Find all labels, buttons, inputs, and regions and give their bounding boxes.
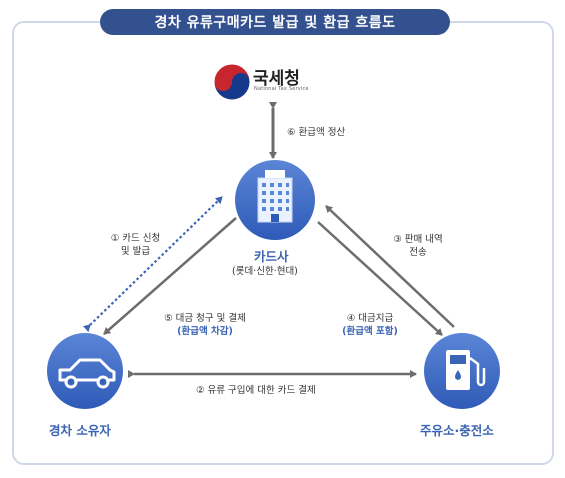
arrow-payment: [317, 221, 443, 336]
step-3-line1: ③ 판매 내역: [393, 234, 443, 245]
step-5-line1: ⑤ 대금 청구 및 결제: [164, 313, 246, 324]
car-icon: [58, 358, 116, 389]
step-1-label: ① 카드 신청 및 발급: [98, 232, 173, 258]
building-icon: [257, 170, 293, 223]
owner-circle: [47, 333, 123, 409]
step-6-label: ⑥ 환급액 정산: [287, 127, 346, 138]
fuel-pump-icon: [446, 350, 486, 390]
nts-sub: National Tax Service: [254, 86, 309, 92]
diagram-title: 경차 유류구매카드 발급 및 환급 흐름도: [100, 9, 450, 35]
step-4-line1: ④ 대금지급: [346, 313, 394, 324]
step-3-label: ③ 판매 내역 전송: [387, 233, 449, 259]
arrow-sales-data: [325, 205, 455, 328]
step-5-line2: (환급액 차감): [177, 326, 233, 337]
step-4-label: ④ 대금지급 (환급액 포함): [322, 312, 418, 338]
nts-name: 국세청: [253, 69, 300, 89]
arrow-billing: [103, 217, 237, 335]
card-company-name: 카드사: [254, 249, 289, 264]
card-company-sub: (롯데·신한·현대): [232, 266, 298, 277]
step-1-line1: ① 카드 신청: [110, 233, 161, 244]
nts-logo-icon: [213, 63, 251, 101]
step-3-line2: 전송: [409, 247, 427, 258]
step-4-line2: (환급액 포함): [342, 326, 398, 337]
arrow-card-issue: [82, 196, 223, 333]
step-2-label: ② 유류 구입에 대한 카드 결제: [196, 385, 316, 396]
step-1-line2: 및 발급: [120, 246, 151, 257]
step-5-label: ⑤ 대금 청구 및 결제 (환급액 차감): [150, 312, 260, 338]
owner-name: 경차 소유자: [49, 423, 111, 438]
station-name: 주유소·충전소: [420, 423, 494, 438]
